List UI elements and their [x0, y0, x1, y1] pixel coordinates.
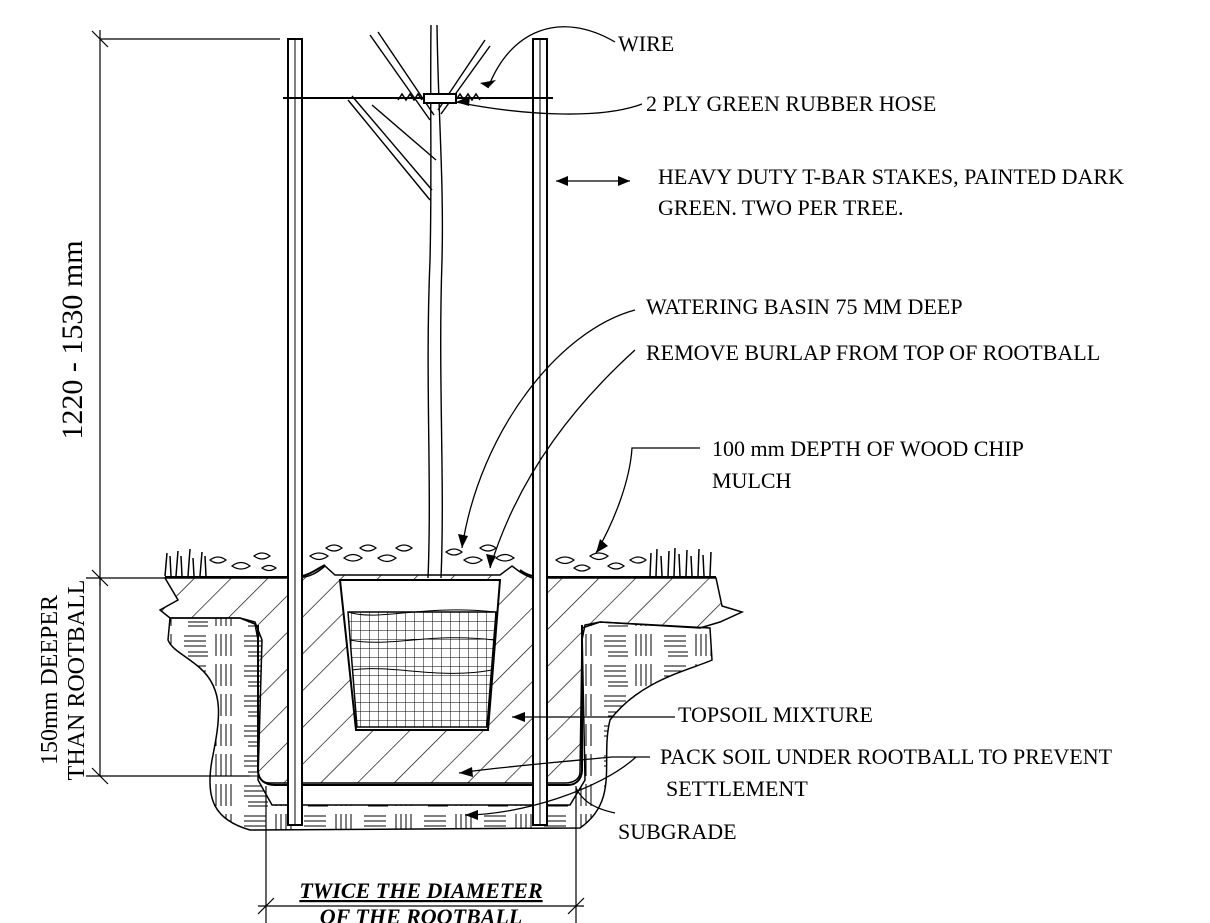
label-watering-basin: WATERING BASIN 75 MM DEEP	[646, 294, 963, 319]
mulch-chips	[208, 544, 648, 572]
width-dimension-text-line2: OF THE ROOTBALL	[320, 904, 523, 923]
label-subgrade: SUBGRADE	[618, 819, 737, 844]
depth-dimension-text-line2: THAN ROOTBALL	[64, 580, 90, 781]
t-bar-stake-left	[287, 38, 303, 826]
tree-trunk	[347, 24, 491, 579]
arrowheads	[456, 80, 630, 820]
tie-wire	[283, 92, 553, 104]
label-pack-soil-line1: PACK SOIL UNDER ROOTBALL TO PREVENT	[660, 744, 1113, 769]
subgrade-soil	[167, 617, 713, 831]
grass-tufts	[164, 547, 712, 577]
label-stakes-line2: GREEN. TWO PER TREE.	[658, 195, 903, 220]
label-remove-burlap: REMOVE BURLAP FROM TOP OF ROOTBALL	[646, 340, 1100, 365]
dimension-depth	[86, 578, 250, 785]
dimension-width	[257, 786, 585, 923]
label-rubber-hose: 2 PLY GREEN RUBBER HOSE	[646, 91, 936, 116]
width-dimension-text-line1: TWICE THE DIAMETER	[299, 878, 542, 903]
t-bar-stake-right	[532, 38, 548, 826]
label-wire: WIRE	[618, 31, 674, 56]
label-topsoil: TOPSOIL MIXTURE	[678, 702, 873, 727]
pit-outline	[257, 625, 583, 786]
stake-height-dimension-text: 1220 - 1530 mm	[56, 240, 89, 439]
rubber-hose	[423, 93, 457, 104]
label-mulch-line1: 100 mm DEPTH OF WOOD CHIP	[712, 436, 1024, 461]
rootball	[338, 579, 502, 731]
leader-lines	[455, 26, 700, 816]
depth-dimension-text-line1: 150mm DEEPER	[37, 595, 63, 765]
label-mulch-line2: MULCH	[712, 468, 792, 493]
label-stakes-line1: HEAVY DUTY T-BAR STAKES, PAINTED DARK	[658, 164, 1124, 189]
dimension-stake-height	[86, 30, 280, 587]
label-pack-soil-line2: SETTLEMENT	[666, 776, 808, 801]
